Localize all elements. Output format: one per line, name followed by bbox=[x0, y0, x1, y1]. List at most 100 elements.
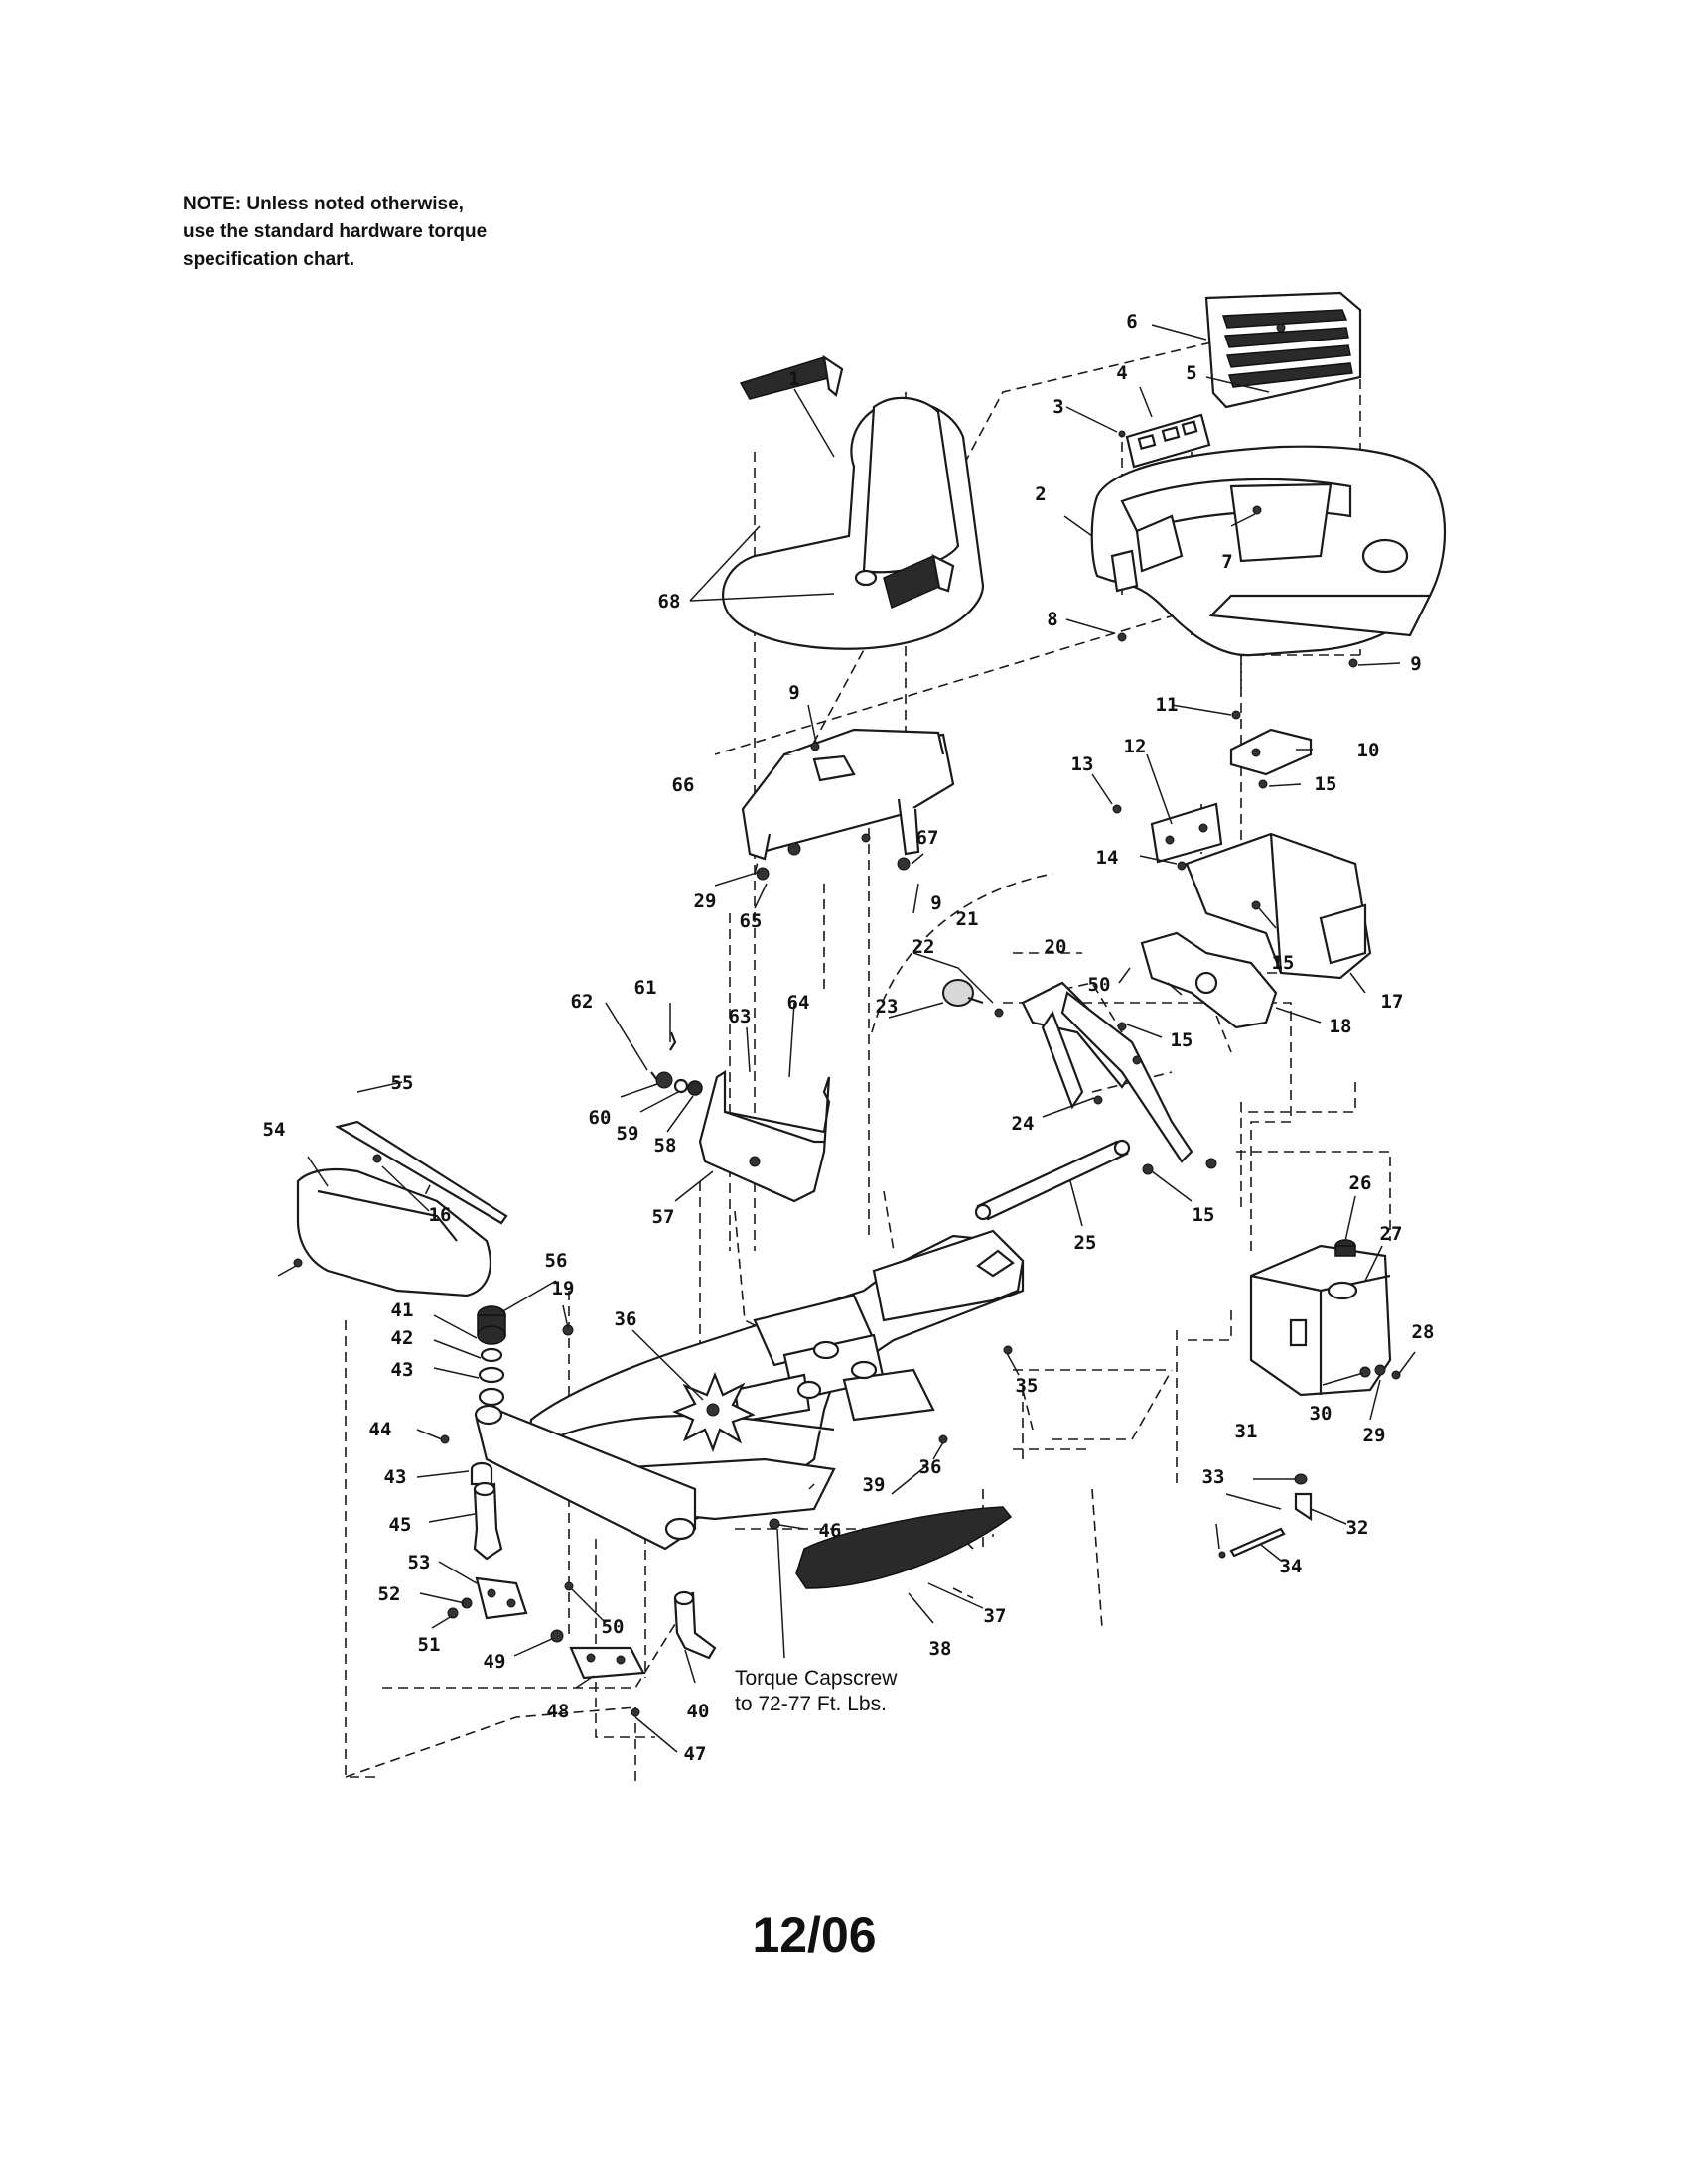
note-line: NOTE: Unless noted otherwise, bbox=[183, 194, 464, 214]
callout-5: 5 bbox=[1186, 362, 1196, 384]
callout-59: 59 bbox=[617, 1123, 639, 1145]
grille-panel bbox=[1204, 291, 1362, 409]
callout-17: 17 bbox=[1381, 991, 1404, 1013]
callout-57: 57 bbox=[652, 1206, 675, 1228]
strip-55 bbox=[335, 1120, 508, 1225]
callout-11: 11 bbox=[1156, 694, 1179, 716]
plate-48 bbox=[569, 1646, 645, 1680]
plate-53 bbox=[475, 1576, 528, 1620]
callout-32: 32 bbox=[1346, 1517, 1369, 1539]
bumper-stack bbox=[470, 1305, 506, 1486]
callout-36: 36 bbox=[615, 1308, 637, 1330]
callout-51: 51 bbox=[418, 1634, 441, 1656]
knob-23 bbox=[942, 979, 984, 1007]
callout-41: 41 bbox=[391, 1299, 414, 1321]
callout-6: 6 bbox=[1126, 311, 1137, 333]
fuel-fittings bbox=[1218, 1473, 1313, 1559]
torque-line: Torque Capscrew bbox=[735, 1667, 898, 1690]
callout-21: 21 bbox=[956, 908, 979, 930]
callout-68: 68 bbox=[658, 591, 681, 613]
callout-48: 48 bbox=[547, 1701, 570, 1722]
note-line: use the standard hardware torque bbox=[183, 221, 488, 242]
console-body bbox=[1090, 445, 1447, 657]
callout-40: 40 bbox=[687, 1701, 710, 1722]
callout-35: 35 bbox=[1016, 1375, 1039, 1397]
callout-66: 66 bbox=[672, 774, 695, 796]
callout-54: 54 bbox=[263, 1119, 286, 1141]
callout-47: 47 bbox=[684, 1743, 707, 1765]
callout-15d: 15 bbox=[1193, 1204, 1215, 1226]
hardware-starburst bbox=[672, 1372, 756, 1453]
callout-9b: 9 bbox=[788, 682, 799, 704]
callout-28: 28 bbox=[1412, 1321, 1435, 1343]
callout-24: 24 bbox=[1012, 1113, 1035, 1135]
callout-29: 29 bbox=[1363, 1425, 1386, 1446]
note-text: NOTE: Unless noted otherwise, use the st… bbox=[183, 191, 580, 274]
callout-12: 12 bbox=[1124, 736, 1147, 757]
leader-lines bbox=[277, 324, 1416, 1753]
callout-10: 10 bbox=[1357, 740, 1380, 761]
callout-58: 58 bbox=[654, 1135, 677, 1157]
callout-27: 27 bbox=[1380, 1223, 1403, 1245]
spindle-40 bbox=[673, 1590, 717, 1660]
hardware-small bbox=[293, 323, 1401, 1717]
callout-62: 62 bbox=[571, 991, 594, 1013]
callout-44: 44 bbox=[369, 1419, 392, 1440]
callout-22: 22 bbox=[912, 936, 935, 958]
callout-14: 14 bbox=[1096, 847, 1119, 869]
callout-46: 46 bbox=[819, 1520, 842, 1542]
seat bbox=[722, 354, 985, 650]
callout-43: 43 bbox=[391, 1359, 414, 1381]
callout-34: 34 bbox=[1280, 1556, 1303, 1577]
callout-18: 18 bbox=[1330, 1016, 1352, 1037]
callout-56: 56 bbox=[545, 1250, 568, 1272]
spindle-45 bbox=[473, 1481, 503, 1561]
note-line: specification chart. bbox=[183, 249, 355, 270]
shield-18 bbox=[1140, 931, 1278, 1029]
callout-50b: 50 bbox=[602, 1616, 625, 1638]
callout-4: 4 bbox=[1116, 362, 1127, 384]
callout-8: 8 bbox=[1047, 609, 1057, 630]
callout-numbers: 1 2 3 4 5 6 7 8 9 9 9 10 11 12 13 14 15 … bbox=[263, 311, 1435, 1765]
callout-37: 37 bbox=[984, 1605, 1007, 1627]
floor-mat bbox=[795, 1506, 1013, 1589]
callout-67: 67 bbox=[916, 827, 939, 849]
seat-bracket bbox=[741, 728, 955, 861]
callout-3: 3 bbox=[1052, 396, 1063, 418]
callout-33: 33 bbox=[1202, 1466, 1225, 1488]
callout-63: 63 bbox=[729, 1006, 752, 1027]
callout-16: 16 bbox=[429, 1204, 452, 1226]
callout-20: 20 bbox=[1045, 936, 1067, 958]
callout-31: 31 bbox=[1235, 1421, 1258, 1442]
callout-50: 50 bbox=[1088, 974, 1111, 996]
switch-plate bbox=[1125, 413, 1211, 469]
page-id: 12/06 bbox=[752, 1907, 877, 1963]
callout-39: 39 bbox=[863, 1474, 886, 1496]
callout-9: 9 bbox=[1410, 653, 1421, 675]
bar-21 bbox=[1060, 991, 1193, 1163]
callout-30: 30 bbox=[1310, 1403, 1333, 1425]
callout-43b: 43 bbox=[384, 1466, 407, 1488]
callout-23: 23 bbox=[876, 996, 899, 1018]
callout-7: 7 bbox=[1221, 551, 1232, 573]
callout-45: 45 bbox=[389, 1514, 412, 1536]
bracket-12 bbox=[1150, 802, 1223, 864]
callout-60: 60 bbox=[589, 1107, 612, 1129]
callout-53: 53 bbox=[408, 1552, 431, 1573]
hardware-cluster bbox=[650, 1031, 703, 1096]
torque-line: to 72-77 Ft. Lbs. bbox=[735, 1693, 887, 1715]
main-frame bbox=[529, 1229, 1025, 1521]
link-rod bbox=[974, 1139, 1131, 1221]
callout-19: 19 bbox=[552, 1278, 575, 1299]
callout-15b: 15 bbox=[1272, 952, 1295, 974]
side-cover-54 bbox=[296, 1167, 491, 1297]
fender-box bbox=[1185, 832, 1372, 980]
callout-64: 64 bbox=[787, 992, 810, 1014]
callout-25: 25 bbox=[1074, 1232, 1097, 1254]
callout-36b: 36 bbox=[919, 1456, 942, 1478]
callout-13: 13 bbox=[1071, 753, 1094, 775]
battery-box bbox=[698, 1070, 831, 1203]
callout-61: 61 bbox=[634, 977, 657, 999]
callout-65: 65 bbox=[740, 910, 763, 932]
